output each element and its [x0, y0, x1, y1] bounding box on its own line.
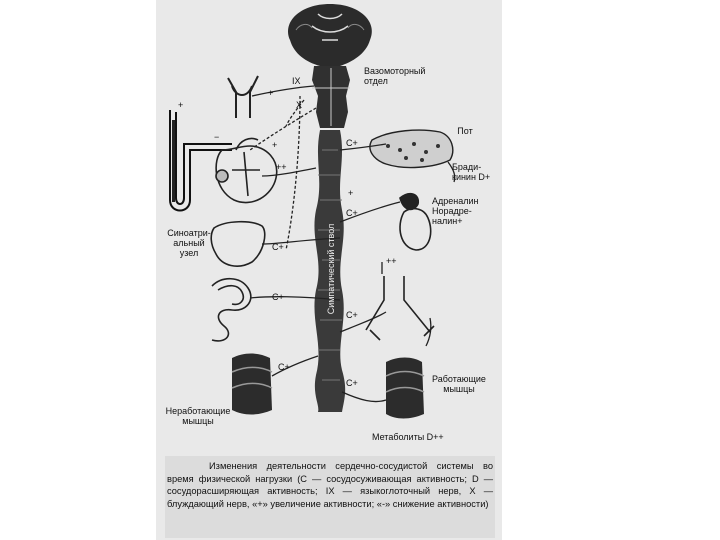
- c-skin-vessels-label: C+: [346, 138, 358, 148]
- vasomotor-center: [312, 66, 350, 128]
- plusplus-vessel-label: ++: [386, 256, 397, 266]
- adrenal-illustration: [400, 194, 431, 250]
- skin-illustration: [370, 130, 453, 167]
- plus-carotid-label: +: [268, 88, 273, 98]
- metabolites-label: Метаболиты D++: [372, 432, 444, 442]
- c-working-label: C+: [346, 378, 358, 388]
- brain-illustration: [288, 4, 372, 66]
- bradykinin-label: Бради- кинин D+: [452, 162, 490, 182]
- nonworking-muscle-illustration: [232, 354, 272, 415]
- intestine-illustration: [212, 279, 251, 341]
- c-nonworking-label: C+: [278, 362, 290, 372]
- vasomotor-label: Вазомоторный отдел: [364, 66, 425, 86]
- plus-heart-label: +: [272, 140, 277, 150]
- working-muscles-label: Работающие мышцы: [424, 374, 494, 394]
- heart-illustration: [216, 138, 277, 202]
- minus-heart-label: −: [214, 132, 219, 142]
- sympathetic-trunk-label: Симпатический ствол: [326, 217, 336, 321]
- adrenaline-label: Адреналин Норадре- налин+: [432, 196, 479, 226]
- sinoatrial-node-label: Синоатри- альный узел: [162, 228, 216, 258]
- plus-adrenal-label: +: [348, 188, 353, 198]
- vessel-illustration: [366, 276, 434, 340]
- sweat-label: Пот: [450, 126, 480, 136]
- nerve-x-label: X: [296, 100, 302, 110]
- nonworking-muscles-label: Неработающие мышцы: [160, 406, 236, 426]
- c-intestine-label: C+: [272, 292, 284, 302]
- manometer-illustration: [170, 110, 232, 211]
- c-vessel-label: C+: [346, 310, 358, 320]
- liver-illustration: [211, 222, 265, 266]
- caption-text: Изменения деятельности сердечно-сосудист…: [167, 461, 493, 509]
- working-muscle-illustration: [386, 358, 424, 419]
- plus-manometer-label: +: [178, 100, 183, 110]
- c-adrenal-label: C+: [346, 208, 358, 218]
- plusplus-heart-label: ++: [276, 162, 287, 172]
- carotid-sinus-illustration: [228, 76, 258, 118]
- nerve-ix-label: IX: [292, 76, 301, 86]
- figure-caption: Изменения деятельности сердечно-сосудист…: [167, 460, 493, 510]
- c-liver-label: C+: [272, 242, 284, 252]
